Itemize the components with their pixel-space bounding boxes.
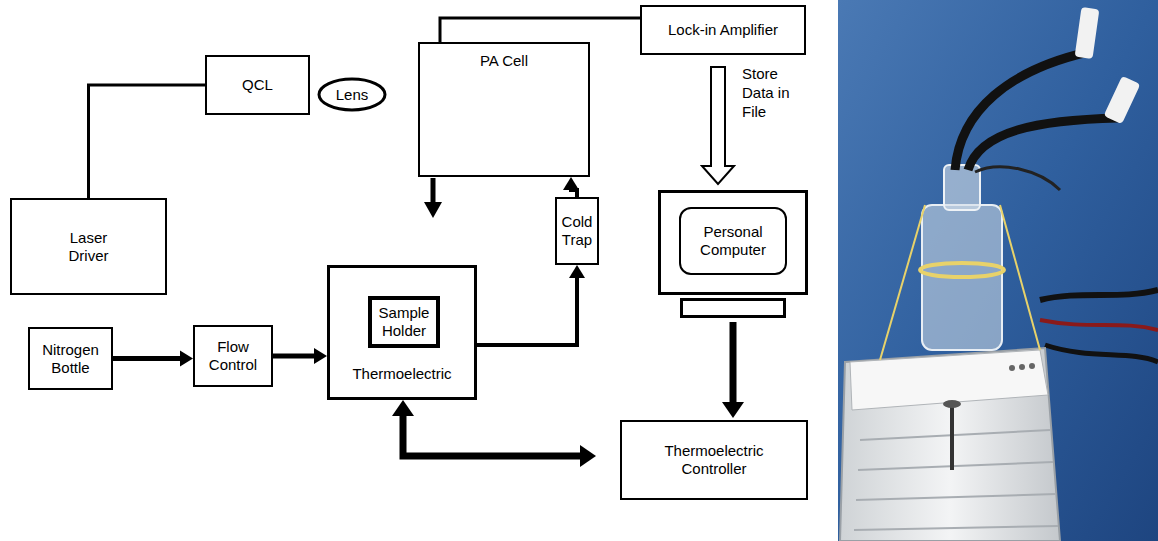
- cold-trap-box: Cold Trap: [555, 197, 599, 265]
- lens-ellipse: Lens: [317, 77, 387, 112]
- edge-label: Store Data in File: [742, 65, 800, 121]
- monitor-stand: [680, 298, 786, 318]
- thermoelectric-box: Thermoelectric Sample Holder: [327, 265, 477, 400]
- gas-bottle-box: Nitrogen Bottle: [28, 327, 113, 390]
- sample-holder-box: Sample Holder: [368, 296, 440, 348]
- node-label: Lens: [336, 86, 369, 104]
- node-label: Flow Control: [209, 338, 257, 374]
- connector: [273, 348, 327, 364]
- node-label: Thermoelectric Controller: [664, 442, 763, 478]
- exhaust-arrow: [424, 178, 442, 218]
- node-label: PA Cell: [480, 52, 528, 70]
- amplifier-box: Lock-in Amplifier: [640, 5, 806, 55]
- node-label: Sample Holder: [379, 304, 430, 340]
- connector: [722, 322, 744, 418]
- monitor-screen: Personal Computer: [679, 207, 787, 275]
- pa-cell-box: PA Cell: [418, 42, 590, 177]
- node-label: Lock-in Amplifier: [668, 21, 778, 39]
- node-label: Laser Driver: [69, 229, 109, 265]
- connector: [440, 18, 640, 42]
- connector: [702, 67, 734, 184]
- laser-box: QCL: [205, 55, 310, 115]
- driver-box: Laser Driver: [10, 198, 167, 295]
- connector: [392, 400, 596, 467]
- node-label: Nitrogen Bottle: [42, 341, 99, 377]
- computer-monitor: Personal Computer: [658, 190, 808, 318]
- node-label: QCL: [242, 76, 273, 94]
- apparatus-photo: [838, 0, 1158, 541]
- node-label: Cold Trap: [562, 213, 593, 249]
- node-label: Personal Computer: [700, 223, 766, 259]
- flow-control-box: Flow Control: [193, 325, 273, 387]
- node-label: Thermoelectric: [352, 365, 451, 383]
- monitor-frame: Personal Computer: [658, 190, 808, 295]
- connector: [563, 177, 579, 197]
- connector: [477, 265, 585, 345]
- controller-box: Thermoelectric Controller: [620, 420, 808, 500]
- connector: [113, 351, 193, 367]
- connector: [89, 85, 206, 198]
